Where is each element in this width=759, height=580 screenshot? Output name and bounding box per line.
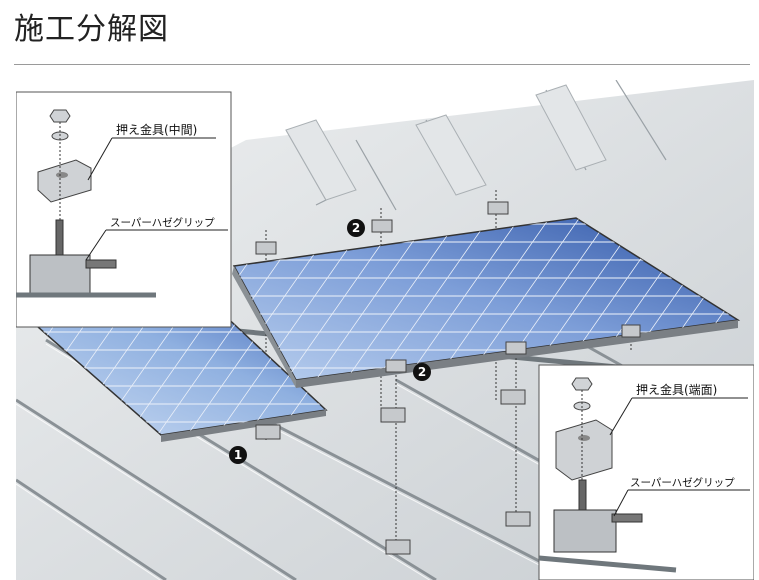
marker-1: 1 <box>229 446 247 464</box>
svg-text:1: 1 <box>234 448 242 462</box>
svg-text:2: 2 <box>352 221 360 235</box>
middle-clamp-part <box>37 159 92 203</box>
marker-2-top: 2 <box>347 219 365 237</box>
inset-middle-clamp: 押え金具(中間) スーパーハゼグリップ <box>16 91 232 328</box>
title-rule <box>14 64 750 65</box>
exploded-installation-diagram: 2 2 1 押え金具(中間) スーパーハゼグリップ <box>16 80 754 580</box>
clamp-hardware <box>255 201 641 555</box>
seam-grip-part <box>16 254 156 298</box>
page-title: 施工分解図 <box>14 12 169 47</box>
solar-panel-lower <box>36 311 328 442</box>
middle-grip-label: スーパーハゼグリップ <box>110 216 215 229</box>
middle-clamp-label: 押え金具(中間) <box>116 122 197 137</box>
svg-text:2: 2 <box>418 365 426 379</box>
end-grip-label: スーパーハゼグリップ <box>630 476 735 489</box>
end-clamp-label: 押え金具(端面) <box>636 382 717 397</box>
end-clamp-part <box>555 419 613 481</box>
seam-grip-part <box>538 509 677 573</box>
marker-2-middle: 2 <box>413 363 431 381</box>
inset-end-clamp: 押え金具(端面) スーパーハゼグリップ <box>538 364 754 580</box>
